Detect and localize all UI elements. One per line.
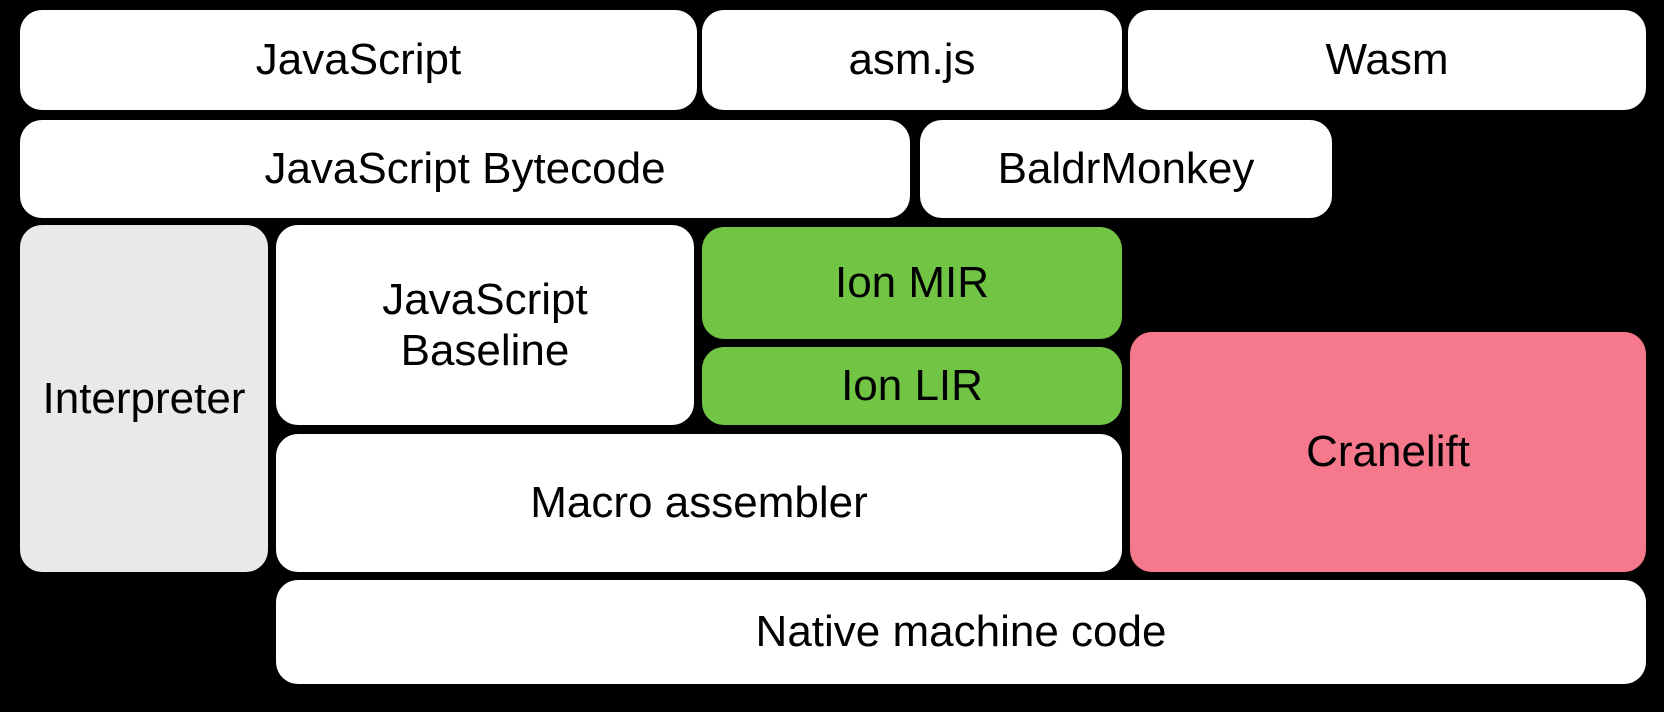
node-ion-mir-label: Ion MIR xyxy=(834,258,990,308)
node-baldrmonkey-label: BaldrMonkey xyxy=(997,144,1255,194)
node-javascript-baseline-label: JavaScript Baseline xyxy=(382,274,588,375)
node-ion-lir[interactable]: Ion LIR xyxy=(702,347,1122,425)
node-macro-assembler[interactable]: Macro assembler xyxy=(276,434,1122,572)
node-javascript[interactable]: JavaScript xyxy=(20,10,697,110)
node-interpreter-label: Interpreter xyxy=(42,373,246,423)
node-javascript-bytecode[interactable]: JavaScript Bytecode xyxy=(20,120,910,218)
node-cranelift-label: Cranelift xyxy=(1306,427,1470,477)
node-interpreter[interactable]: Interpreter xyxy=(20,225,268,572)
node-cranelift[interactable]: Cranelift xyxy=(1130,332,1646,572)
node-javascript-label: JavaScript xyxy=(255,35,462,85)
node-ion-lir-label: Ion LIR xyxy=(841,361,983,411)
node-wasm[interactable]: Wasm xyxy=(1128,10,1646,110)
node-javascript-bytecode-label: JavaScript Bytecode xyxy=(264,144,666,194)
node-native-machine-code[interactable]: Native machine code xyxy=(276,580,1646,684)
node-asm-js-label: asm.js xyxy=(848,35,976,85)
node-wasm-label: Wasm xyxy=(1325,35,1449,85)
node-asm-js[interactable]: asm.js xyxy=(702,10,1122,110)
node-ion-mir[interactable]: Ion MIR xyxy=(702,227,1122,339)
node-native-machine-code-label: Native machine code xyxy=(755,607,1167,657)
node-macro-assembler-label: Macro assembler xyxy=(530,478,868,528)
node-javascript-baseline[interactable]: JavaScript Baseline xyxy=(276,225,694,425)
node-baldrmonkey[interactable]: BaldrMonkey xyxy=(920,120,1332,218)
